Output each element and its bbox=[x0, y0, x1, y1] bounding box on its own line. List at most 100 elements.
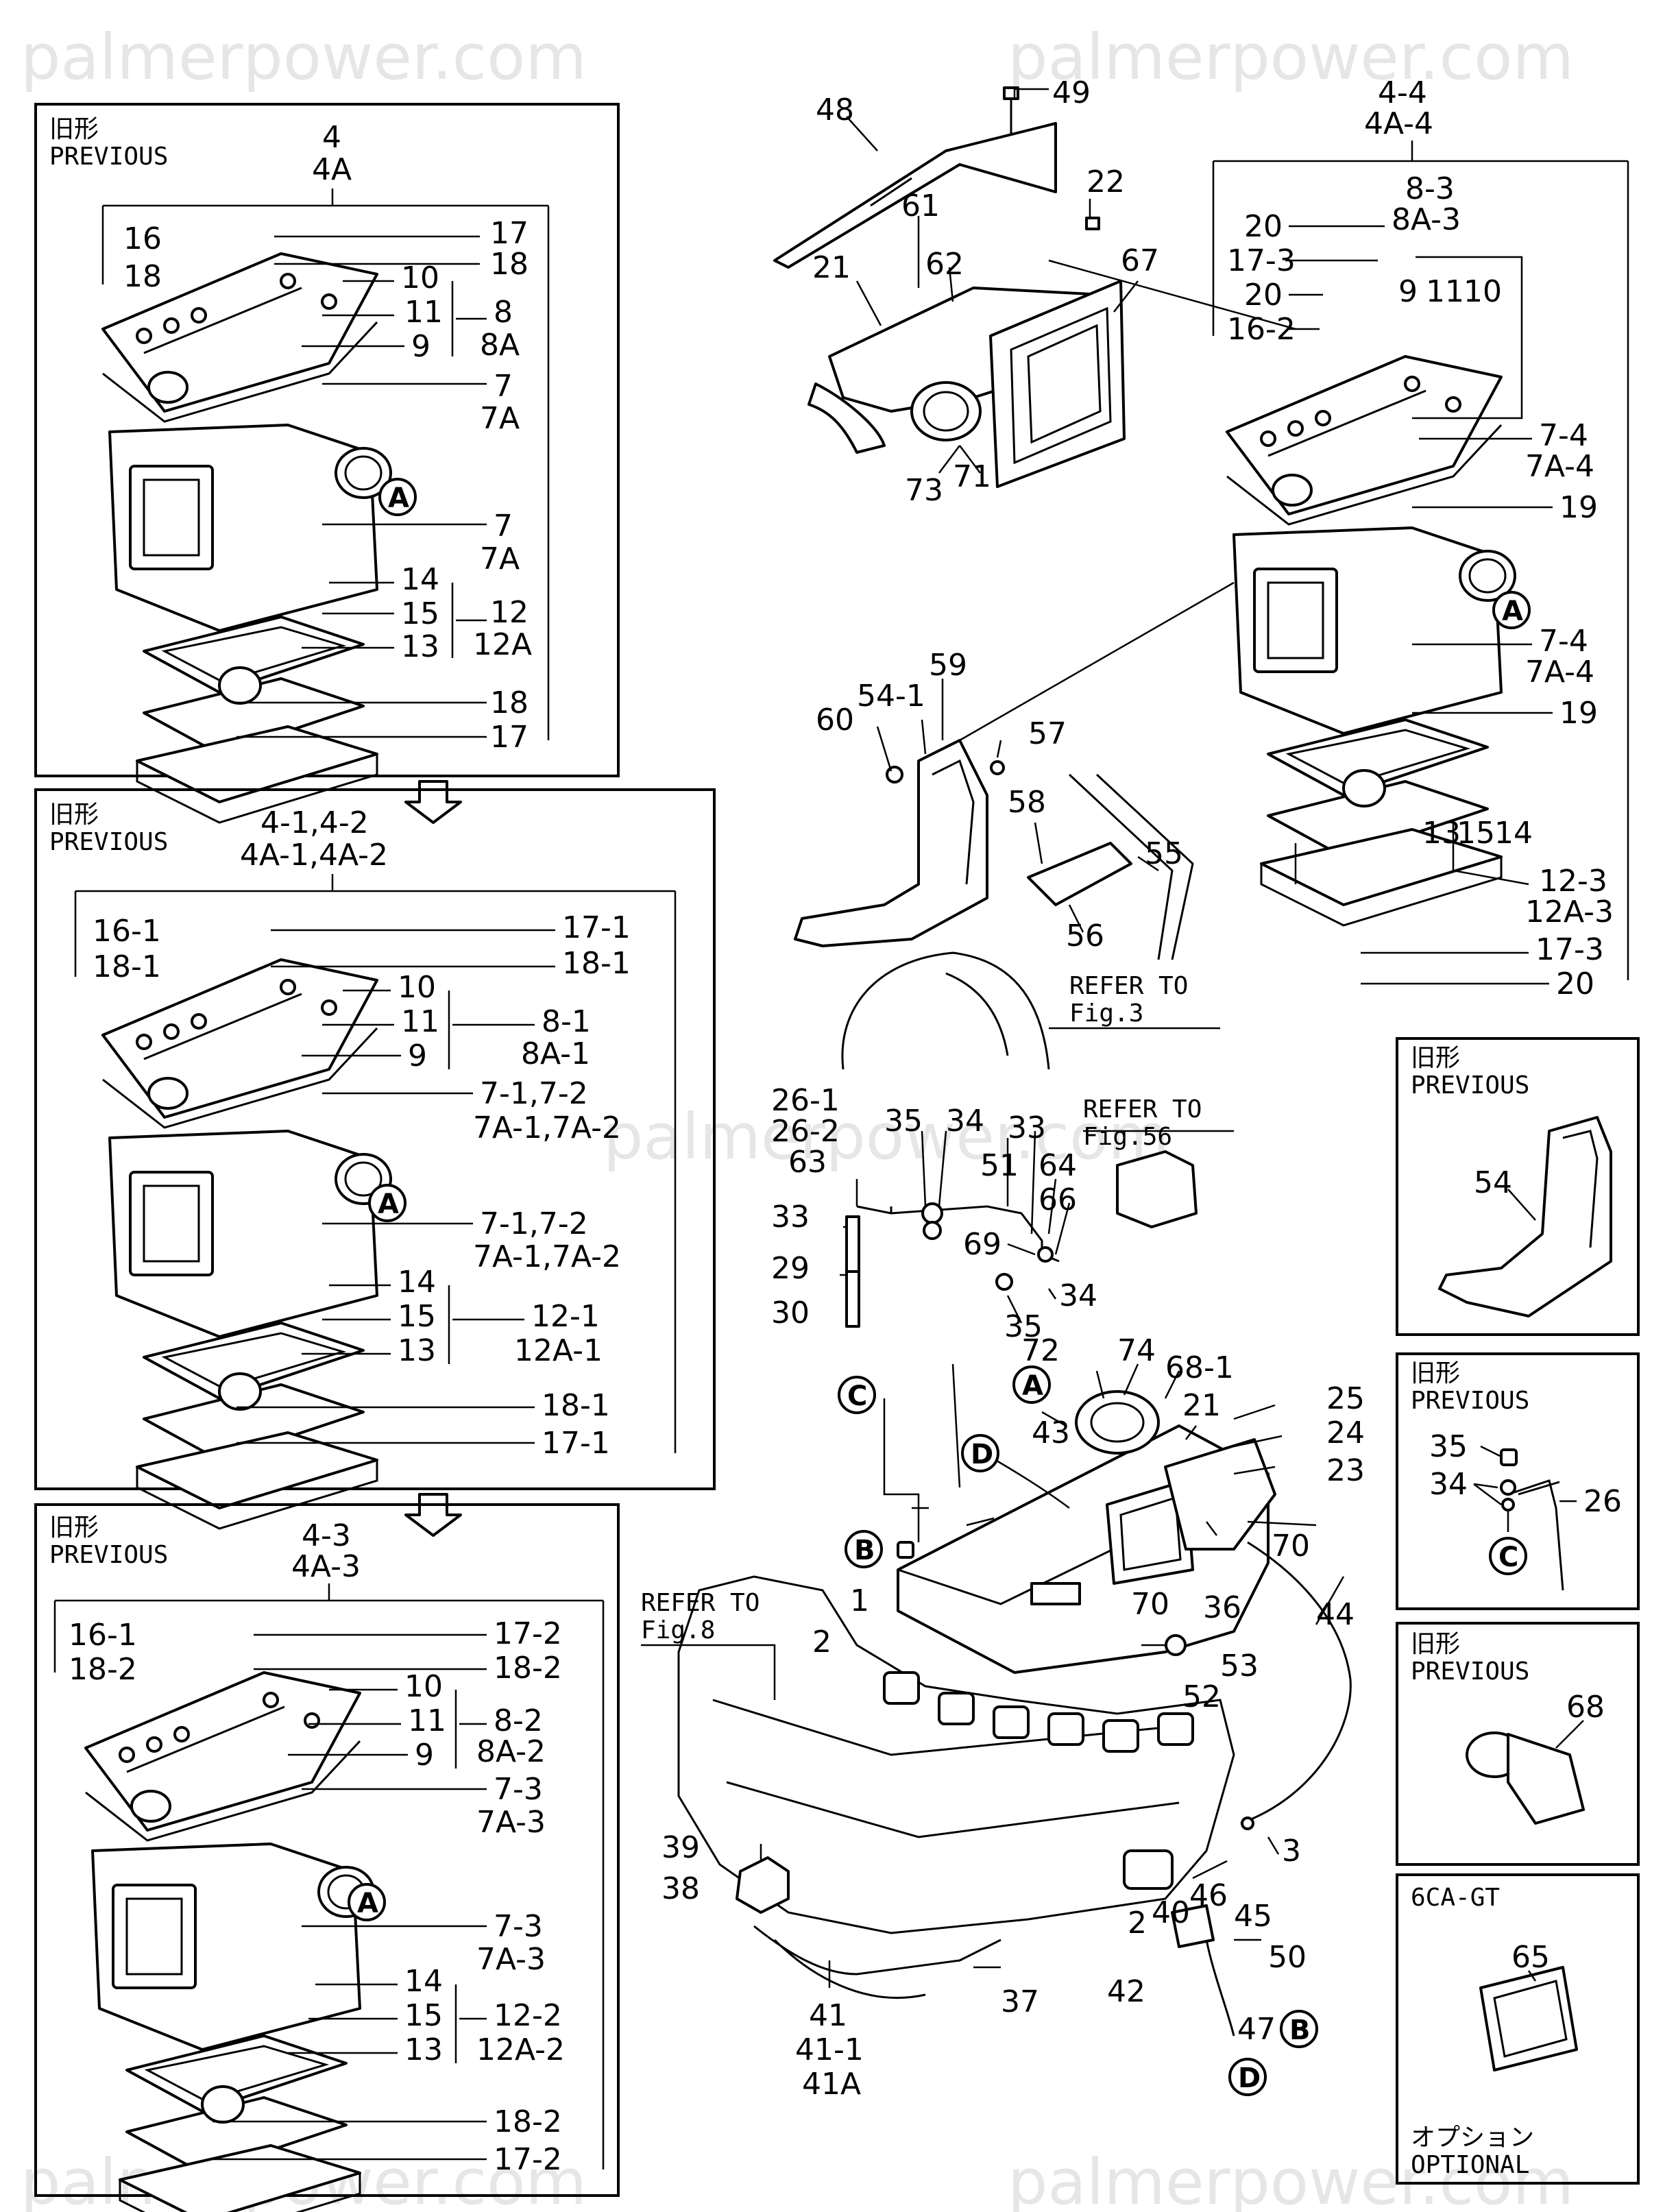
label-8a: 8A bbox=[480, 328, 520, 363]
label-38: 38 bbox=[661, 1871, 700, 1906]
prev-label-en: PREVIOUS bbox=[49, 1541, 168, 1569]
prev-label-jp: 旧形 bbox=[49, 801, 99, 829]
label-r18: 18-1 bbox=[562, 946, 631, 981]
callout-b bbox=[845, 1530, 883, 1568]
label-20b: 20 bbox=[1244, 278, 1283, 313]
label-11: 11 bbox=[408, 1703, 446, 1738]
label-52: 52 bbox=[1182, 1679, 1221, 1714]
label-l18: 18-1 bbox=[93, 949, 161, 984]
optional-en: OPTIONAL bbox=[1411, 2151, 1529, 2179]
label-41-1: 41-1 bbox=[795, 2032, 864, 2067]
label-19a: 19 bbox=[1559, 490, 1598, 525]
callout-a-text: A bbox=[1022, 1370, 1043, 1402]
callout-a-box2 bbox=[368, 1184, 406, 1222]
label-22: 22 bbox=[1086, 165, 1125, 199]
label-7-lower: 7-1,7-2 bbox=[480, 1206, 588, 1241]
label-7-4: 7-4 bbox=[1539, 418, 1588, 453]
label-66: 66 bbox=[1039, 1182, 1077, 1217]
label-10: 10 bbox=[398, 970, 436, 1005]
down-arrow-2 bbox=[404, 1493, 462, 1537]
assy-number: 4-1,4-2 bbox=[260, 805, 369, 840]
label-69: 69 bbox=[963, 1227, 1001, 1262]
label-20a: 20 bbox=[1244, 209, 1283, 244]
label-9: 9 bbox=[408, 1038, 427, 1073]
label-72: 72 bbox=[1021, 1333, 1060, 1368]
label-23: 23 bbox=[1326, 1453, 1365, 1488]
label-9: 9 bbox=[1398, 274, 1418, 309]
label-8a: 8A-1 bbox=[521, 1036, 590, 1071]
previous-box-68: 旧形 PREVIOUS 68 bbox=[1396, 1622, 1640, 1866]
label-59: 59 bbox=[929, 648, 967, 683]
manifold-parts: 72 74 68-1 21 25 24 23 43 70 70 36 44 1 … bbox=[641, 1333, 1365, 2102]
label-13: 13 bbox=[404, 2032, 443, 2067]
label-58: 58 bbox=[1008, 785, 1046, 820]
label-11: 11 bbox=[401, 1004, 439, 1039]
label-62: 62 bbox=[925, 247, 964, 282]
label-34: 34 bbox=[1429, 1467, 1468, 1502]
label-8: 8 bbox=[494, 295, 513, 330]
label-40: 40 bbox=[1152, 1895, 1190, 1930]
label-24: 24 bbox=[1326, 1415, 1365, 1450]
label-34a: 34 bbox=[946, 1104, 984, 1139]
label-46: 46 bbox=[1189, 1878, 1228, 1913]
label-12: 12 bbox=[490, 595, 529, 630]
label-63: 63 bbox=[788, 1145, 827, 1180]
label-7: 7-1,7-2 bbox=[480, 1076, 588, 1111]
label-35: 35 bbox=[1429, 1429, 1468, 1464]
label-7a-lower: 7A bbox=[480, 542, 520, 576]
label-3: 3 bbox=[1282, 1834, 1301, 1869]
label-12a-3: 12A-3 bbox=[1525, 895, 1614, 929]
label-48: 48 bbox=[816, 93, 854, 127]
pipe-parts: 26-1 26-2 63 35 34 33 51 64 66 69 34 35 … bbox=[771, 1083, 1234, 1344]
label-36: 36 bbox=[1203, 1590, 1241, 1625]
label-57: 57 bbox=[1028, 716, 1067, 751]
label-2b: 2 bbox=[1128, 1906, 1147, 1941]
prev-label-en: PREVIOUS bbox=[1411, 1387, 1529, 1415]
label-7a-4-lower: 7A-4 bbox=[1525, 655, 1594, 690]
label-15: 15 bbox=[404, 1998, 443, 2033]
label-r17: 17-2 bbox=[494, 1616, 562, 1651]
label-7-lower: 7 bbox=[494, 509, 513, 544]
label-7a-lower: 7A-1,7A-2 bbox=[473, 1239, 621, 1274]
label-12a: 12A bbox=[473, 627, 532, 662]
watermark-bottom-right: palmerpower.com bbox=[1008, 2146, 1574, 2212]
assy-number-a: 4A bbox=[312, 152, 352, 187]
model-6ca-gt: 6CA-GT bbox=[1411, 1884, 1500, 1912]
callout-a-box1 bbox=[378, 478, 417, 516]
label-67: 67 bbox=[1121, 243, 1159, 278]
callout-d bbox=[961, 1434, 999, 1472]
prev-label-en: PREVIOUS bbox=[1411, 1071, 1529, 1099]
label-25: 25 bbox=[1326, 1381, 1365, 1416]
label-7a: 7A-1,7A-2 bbox=[473, 1110, 621, 1145]
refer-to-fig56-label: REFER TO bbox=[1083, 1095, 1202, 1123]
label-61: 61 bbox=[901, 189, 940, 223]
label-33b: 33 bbox=[771, 1200, 810, 1235]
down-arrow-1 bbox=[404, 780, 462, 824]
label-l18: 18-2 bbox=[69, 1652, 137, 1687]
label-12a: 12A-1 bbox=[514, 1333, 603, 1368]
label-56: 56 bbox=[1066, 919, 1104, 953]
label-2a: 2 bbox=[812, 1625, 831, 1660]
label-9: 9 bbox=[411, 329, 430, 364]
label-9: 9 bbox=[415, 1738, 434, 1773]
label-7: 7-3 bbox=[494, 1772, 543, 1807]
label-8: 8-1 bbox=[542, 1004, 591, 1039]
label-12-3: 12-3 bbox=[1539, 864, 1607, 899]
label-8: 8-2 bbox=[494, 1703, 543, 1738]
optional-box-65: 6CA-GT 65 オプション OPTIONAL bbox=[1396, 1873, 1640, 2185]
assy-number: 4-3 bbox=[302, 1518, 351, 1553]
label-51: 51 bbox=[980, 1148, 1019, 1183]
fig8-label: Fig.8 bbox=[641, 1616, 715, 1644]
label-b17: 17-2 bbox=[494, 2142, 562, 2177]
callout-d-text: D bbox=[1238, 2063, 1261, 2094]
callout-c-text: C bbox=[847, 1381, 867, 1412]
label-l16: 16 bbox=[123, 221, 162, 256]
label-1: 1 bbox=[850, 1583, 869, 1618]
right-cooler-assy: 4-4 4A-4 8-3 8A-3 9 11 10 20 17-3 20 16-… bbox=[1212, 75, 1629, 1001]
label-30: 30 bbox=[771, 1296, 810, 1330]
label-73: 73 bbox=[905, 473, 943, 508]
label-44: 44 bbox=[1316, 1597, 1355, 1632]
label-14: 14 bbox=[404, 1964, 443, 1999]
refer-to-fig8-label: REFER TO bbox=[641, 1589, 760, 1617]
label-13: 13 bbox=[401, 629, 439, 664]
